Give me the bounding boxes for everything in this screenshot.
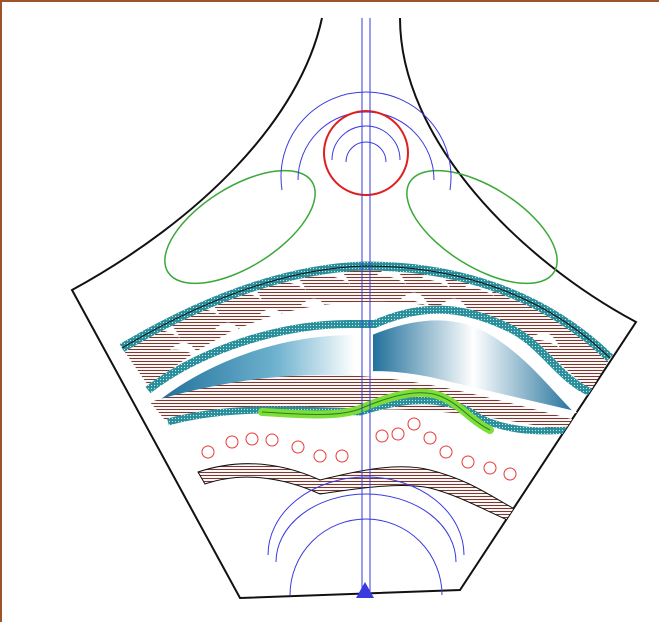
lower-blue-arcs — [267, 476, 465, 596]
axis-arrow-icon — [356, 582, 374, 598]
strata-group — [119, 261, 614, 523]
outer-boundary — [70, 17, 638, 600]
teal-band-lower — [167, 397, 571, 435]
red-circles — [201, 417, 517, 481]
teal-band-inner — [145, 305, 592, 396]
green-loop-left — [164, 169, 316, 285]
green-loop-right — [406, 169, 558, 285]
upper-hatched-band — [122, 266, 610, 392]
red-ring — [323, 110, 409, 196]
blue-lens-right — [371, 318, 579, 414]
